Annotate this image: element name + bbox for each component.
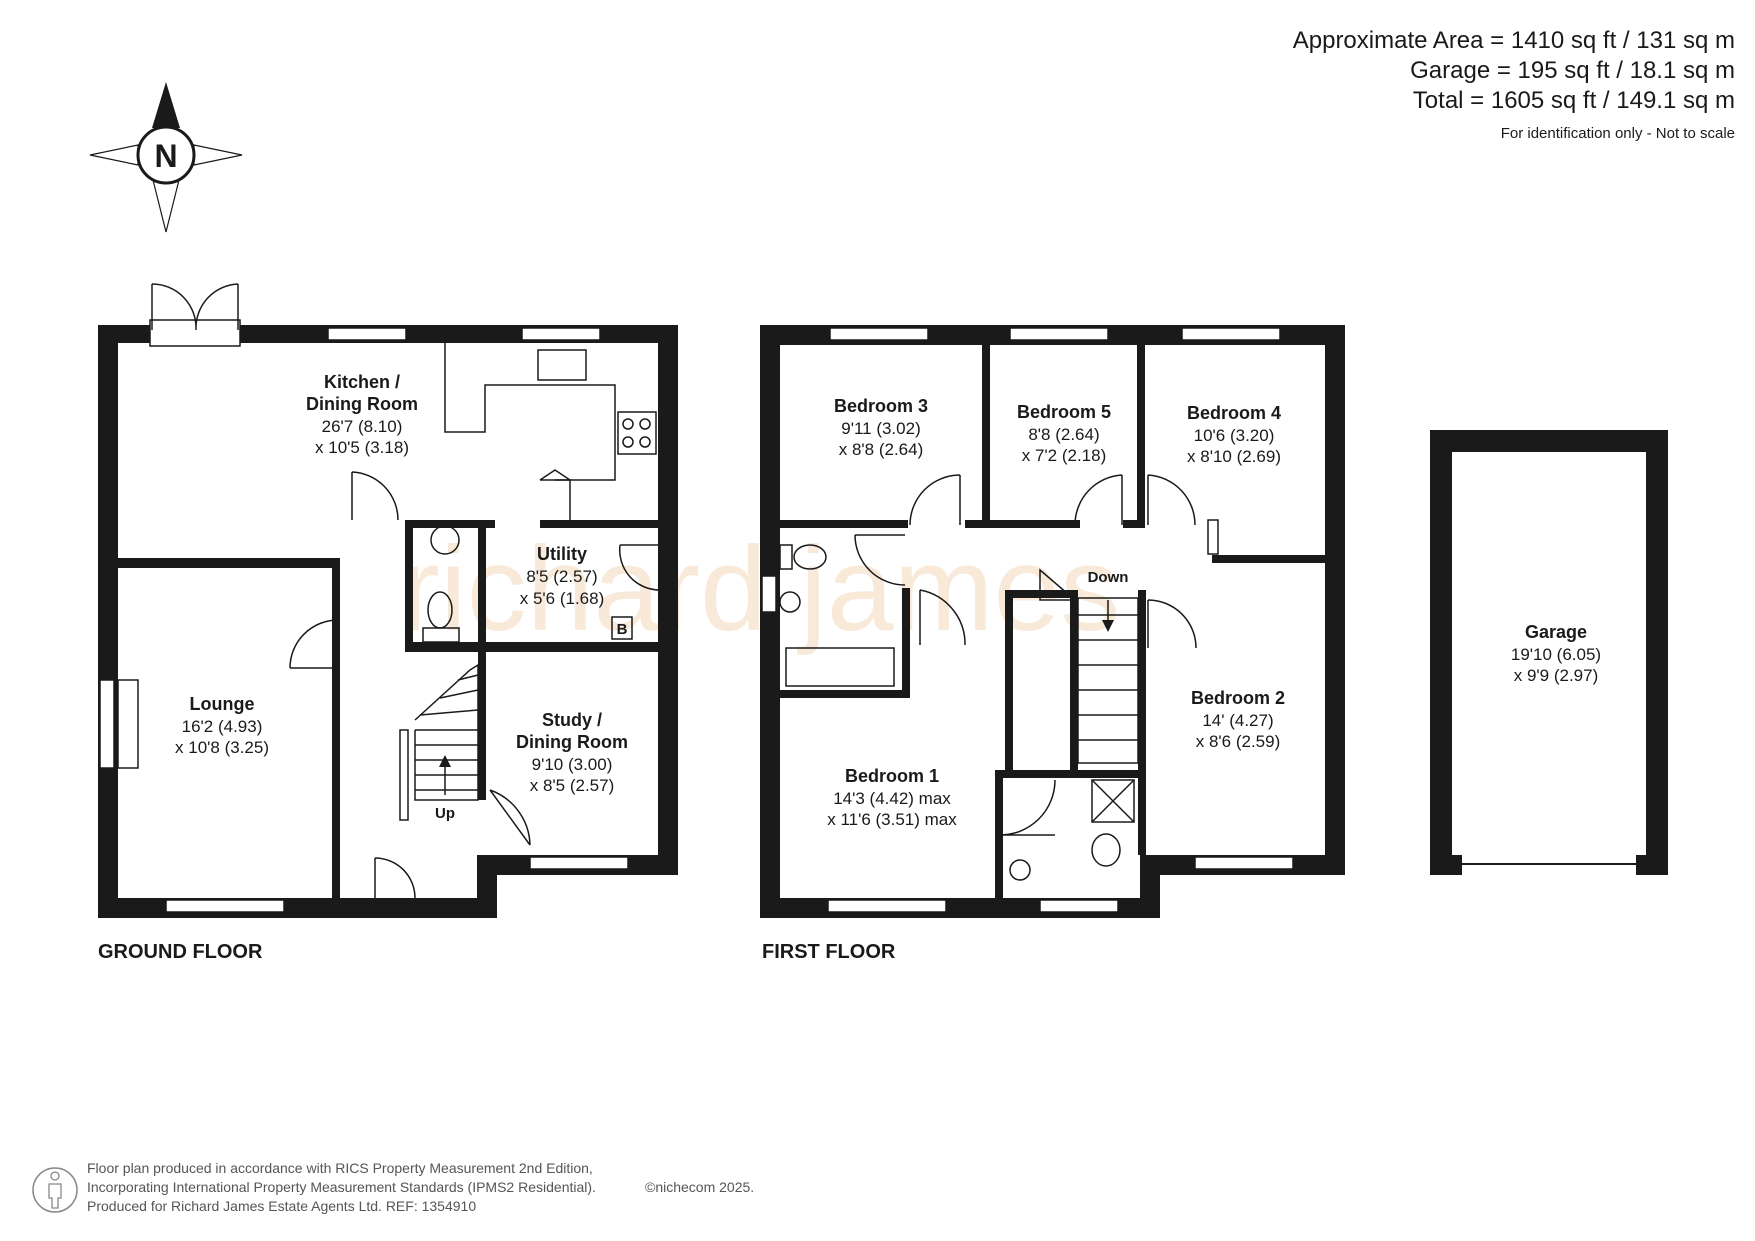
- first-floor-label: FIRST FLOOR: [762, 941, 896, 963]
- footer-copyright: ©nichecom 2025.: [645, 1179, 754, 1195]
- room-name: Lounge: [190, 694, 255, 714]
- room-garage: Garage 19'10 (6.05) x 9'9 (2.97): [1511, 622, 1601, 685]
- room-name: Bedroom 4: [1187, 403, 1281, 423]
- room-dimension: x 8'5 (2.57): [530, 776, 615, 795]
- room-dimension: x 10'8 (3.25): [175, 738, 269, 757]
- room-kitchen: Kitchen / Dining Room 26'7 (8.10) x 10'5…: [306, 372, 418, 457]
- approx-area: Approximate Area = 1410 sq ft / 131 sq m: [1293, 27, 1735, 54]
- room-bedroom5: Bedroom 5 8'8 (2.64) x 7'2 (2.18): [1017, 402, 1111, 465]
- room-dimension: x 10'5 (3.18): [315, 438, 409, 457]
- boiler-label: B: [617, 621, 628, 638]
- person-icon: [32, 1167, 78, 1213]
- room-name: Garage: [1525, 622, 1587, 642]
- room-name: Bedroom 3: [834, 396, 928, 416]
- room-name: Bedroom 2: [1191, 688, 1285, 708]
- room-lounge: Lounge 16'2 (4.93) x 10'8 (3.25): [175, 694, 269, 757]
- compass-icon: N: [89, 82, 243, 233]
- room-name: Study /: [542, 710, 602, 730]
- total-area: Total = 1605 sq ft / 149.1 sq m: [1413, 87, 1735, 114]
- room-dimension: x 9'9 (2.97): [1514, 666, 1599, 685]
- room-name: Dining Room: [516, 732, 628, 752]
- room-name: Dining Room: [306, 394, 418, 414]
- ground-floor-plan: B Up: [98, 283, 678, 918]
- room-utility: Utility 8'5 (2.57) x 5'6 (1.68): [520, 544, 605, 608]
- compass-letter: N: [154, 138, 177, 174]
- room-dimension: 8'5 (2.57): [526, 567, 597, 586]
- room-dimension: 9'11 (3.02): [841, 419, 920, 438]
- room-name: Kitchen /: [324, 372, 400, 392]
- down-label: Down: [1088, 569, 1129, 586]
- garage-area: Garage = 195 sq ft / 18.1 sq m: [1410, 57, 1735, 84]
- room-bedroom1: Bedroom 1 14'3 (4.42) max x 11'6 (3.51) …: [827, 766, 957, 829]
- room-dimension: x 11'6 (3.51) max: [827, 810, 957, 829]
- room-bedroom4: Bedroom 4 10'6 (3.20) x 8'10 (2.69): [1187, 403, 1281, 466]
- room-dimension: 19'10 (6.05): [1511, 645, 1601, 664]
- room-dimension: 14'3 (4.42) max: [833, 789, 951, 808]
- footer-line3: Produced for Richard James Estate Agents…: [87, 1198, 476, 1214]
- footer-line1: Floor plan produced in accordance with R…: [87, 1160, 593, 1176]
- room-study: Study / Dining Room 9'10 (3.00) x 8'5 (2…: [516, 710, 628, 795]
- first-floor-plan: Down: [760, 325, 1345, 918]
- footer-line2: Incorporating International Property Mea…: [87, 1179, 596, 1195]
- room-dimension: x 8'6 (2.59): [1196, 732, 1281, 751]
- scale-note: For identification only - Not to scale: [1501, 125, 1735, 142]
- room-dimension: x 5'6 (1.68): [520, 589, 605, 608]
- room-dimension: x 8'10 (2.69): [1187, 447, 1281, 466]
- room-dimension: x 8'8 (2.64): [839, 440, 924, 459]
- room-dimension: x 7'2 (2.18): [1022, 446, 1107, 465]
- room-dimension: 14' (4.27): [1202, 711, 1273, 730]
- room-dimension: 9'10 (3.00): [532, 755, 613, 774]
- room-dimension: 16'2 (4.93): [182, 717, 263, 736]
- room-name: Bedroom 1: [845, 766, 939, 786]
- ground-floor-label: GROUND FLOOR: [98, 941, 263, 963]
- room-bedroom3: Bedroom 3 9'11 (3.02) x 8'8 (2.64): [834, 396, 928, 459]
- room-dimension: 10'6 (3.20): [1194, 426, 1275, 445]
- room-name: Bedroom 5: [1017, 402, 1111, 422]
- room-name: Utility: [537, 544, 587, 564]
- footer: Floor plan produced in accordance with R…: [32, 1160, 754, 1214]
- room-bedroom2: Bedroom 2 14' (4.27) x 8'6 (2.59): [1191, 688, 1285, 751]
- room-dimension: 8'8 (2.64): [1028, 425, 1099, 444]
- garage-plan: [1430, 430, 1668, 875]
- up-label: Up: [435, 805, 455, 822]
- room-dimension: 26'7 (8.10): [322, 417, 403, 436]
